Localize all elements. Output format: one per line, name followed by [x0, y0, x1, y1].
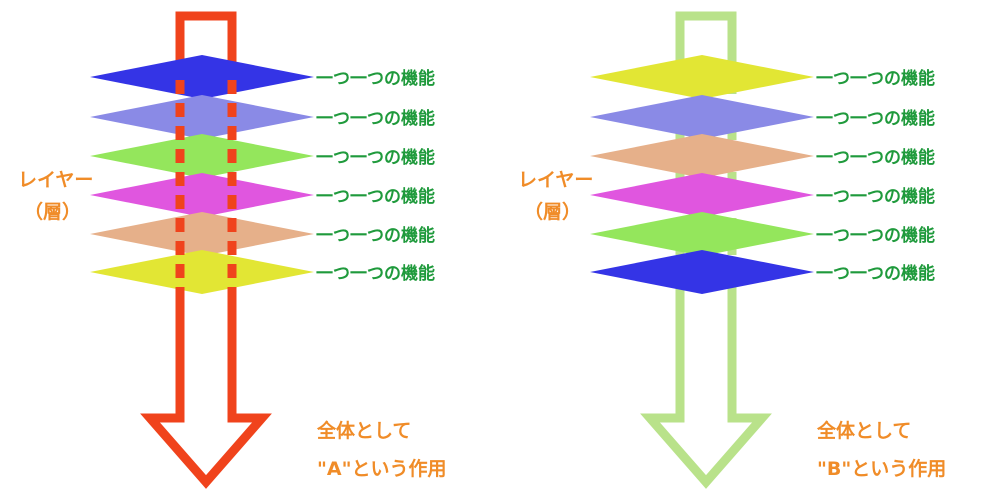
layer-label: 一つ一つの機能 [316, 263, 435, 284]
effect-text-b-line2: "B"という作用 [817, 457, 946, 480]
layer-rhombus [590, 55, 814, 99]
layer-rhombus [90, 95, 314, 139]
layer-label: 一つ一つの機能 [816, 263, 935, 284]
effect-text-b-line1: 全体として [816, 419, 911, 442]
side-label-line1: レイヤー [18, 169, 93, 191]
diagram-a: 一つ一つの機能 一つ一つの機能 一つ一つの機能 一つ一つの機能 一つ一つの機能 … [18, 11, 447, 489]
layer-rhombus [90, 212, 314, 256]
layer-label: 一つ一つの機能 [816, 225, 935, 246]
arrow-a-loop [175, 11, 237, 80]
arrow-b-loop [675, 11, 737, 80]
layer-rhombus [90, 250, 314, 294]
layer-label: 一つ一つの機能 [816, 186, 935, 207]
side-label-line1: レイヤー [518, 169, 593, 191]
arrow-b-head [640, 300, 772, 489]
layer-stack-b [590, 55, 814, 294]
effect-text-a-line2: "A"という作用 [317, 457, 447, 480]
layer-rhombus [590, 173, 814, 217]
layer-rhombus [590, 212, 814, 256]
layer-rhombus [90, 173, 314, 217]
layer-label: 一つ一つの機能 [316, 186, 435, 207]
side-label-line2: （層） [24, 200, 81, 223]
layer-rhombus [90, 55, 314, 99]
layer-label: 一つ一つの機能 [816, 68, 935, 89]
arrow-a-head [140, 300, 272, 489]
layer-label: 一つ一つの機能 [316, 68, 435, 89]
layer-stack-a [90, 55, 314, 294]
side-label-line2: （層） [524, 200, 581, 223]
layer-label: 一つ一つの機能 [316, 147, 435, 168]
layer-labels-a: 一つ一つの機能 一つ一つの機能 一つ一つの機能 一つ一つの機能 一つ一つの機能 … [316, 68, 435, 284]
layer-labels-b: 一つ一つの機能 一つ一つの機能 一つ一つの機能 一つ一つの機能 一つ一つの機能 … [816, 68, 935, 284]
layer-rhombus [590, 250, 814, 294]
layer-rhombus [590, 95, 814, 139]
layer-rhombus [90, 134, 314, 178]
layer-rhombus [590, 134, 814, 178]
layer-label: 一つ一つの機能 [816, 108, 935, 129]
diagram-b: 一つ一つの機能 一つ一つの機能 一つ一つの機能 一つ一つの機能 一つ一つの機能 … [518, 11, 946, 489]
effect-text-a-line1: 全体として [316, 419, 411, 442]
layer-label: 一つ一つの機能 [816, 147, 935, 168]
layer-label: 一つ一つの機能 [316, 108, 435, 129]
layer-label: 一つ一つの機能 [316, 225, 435, 246]
